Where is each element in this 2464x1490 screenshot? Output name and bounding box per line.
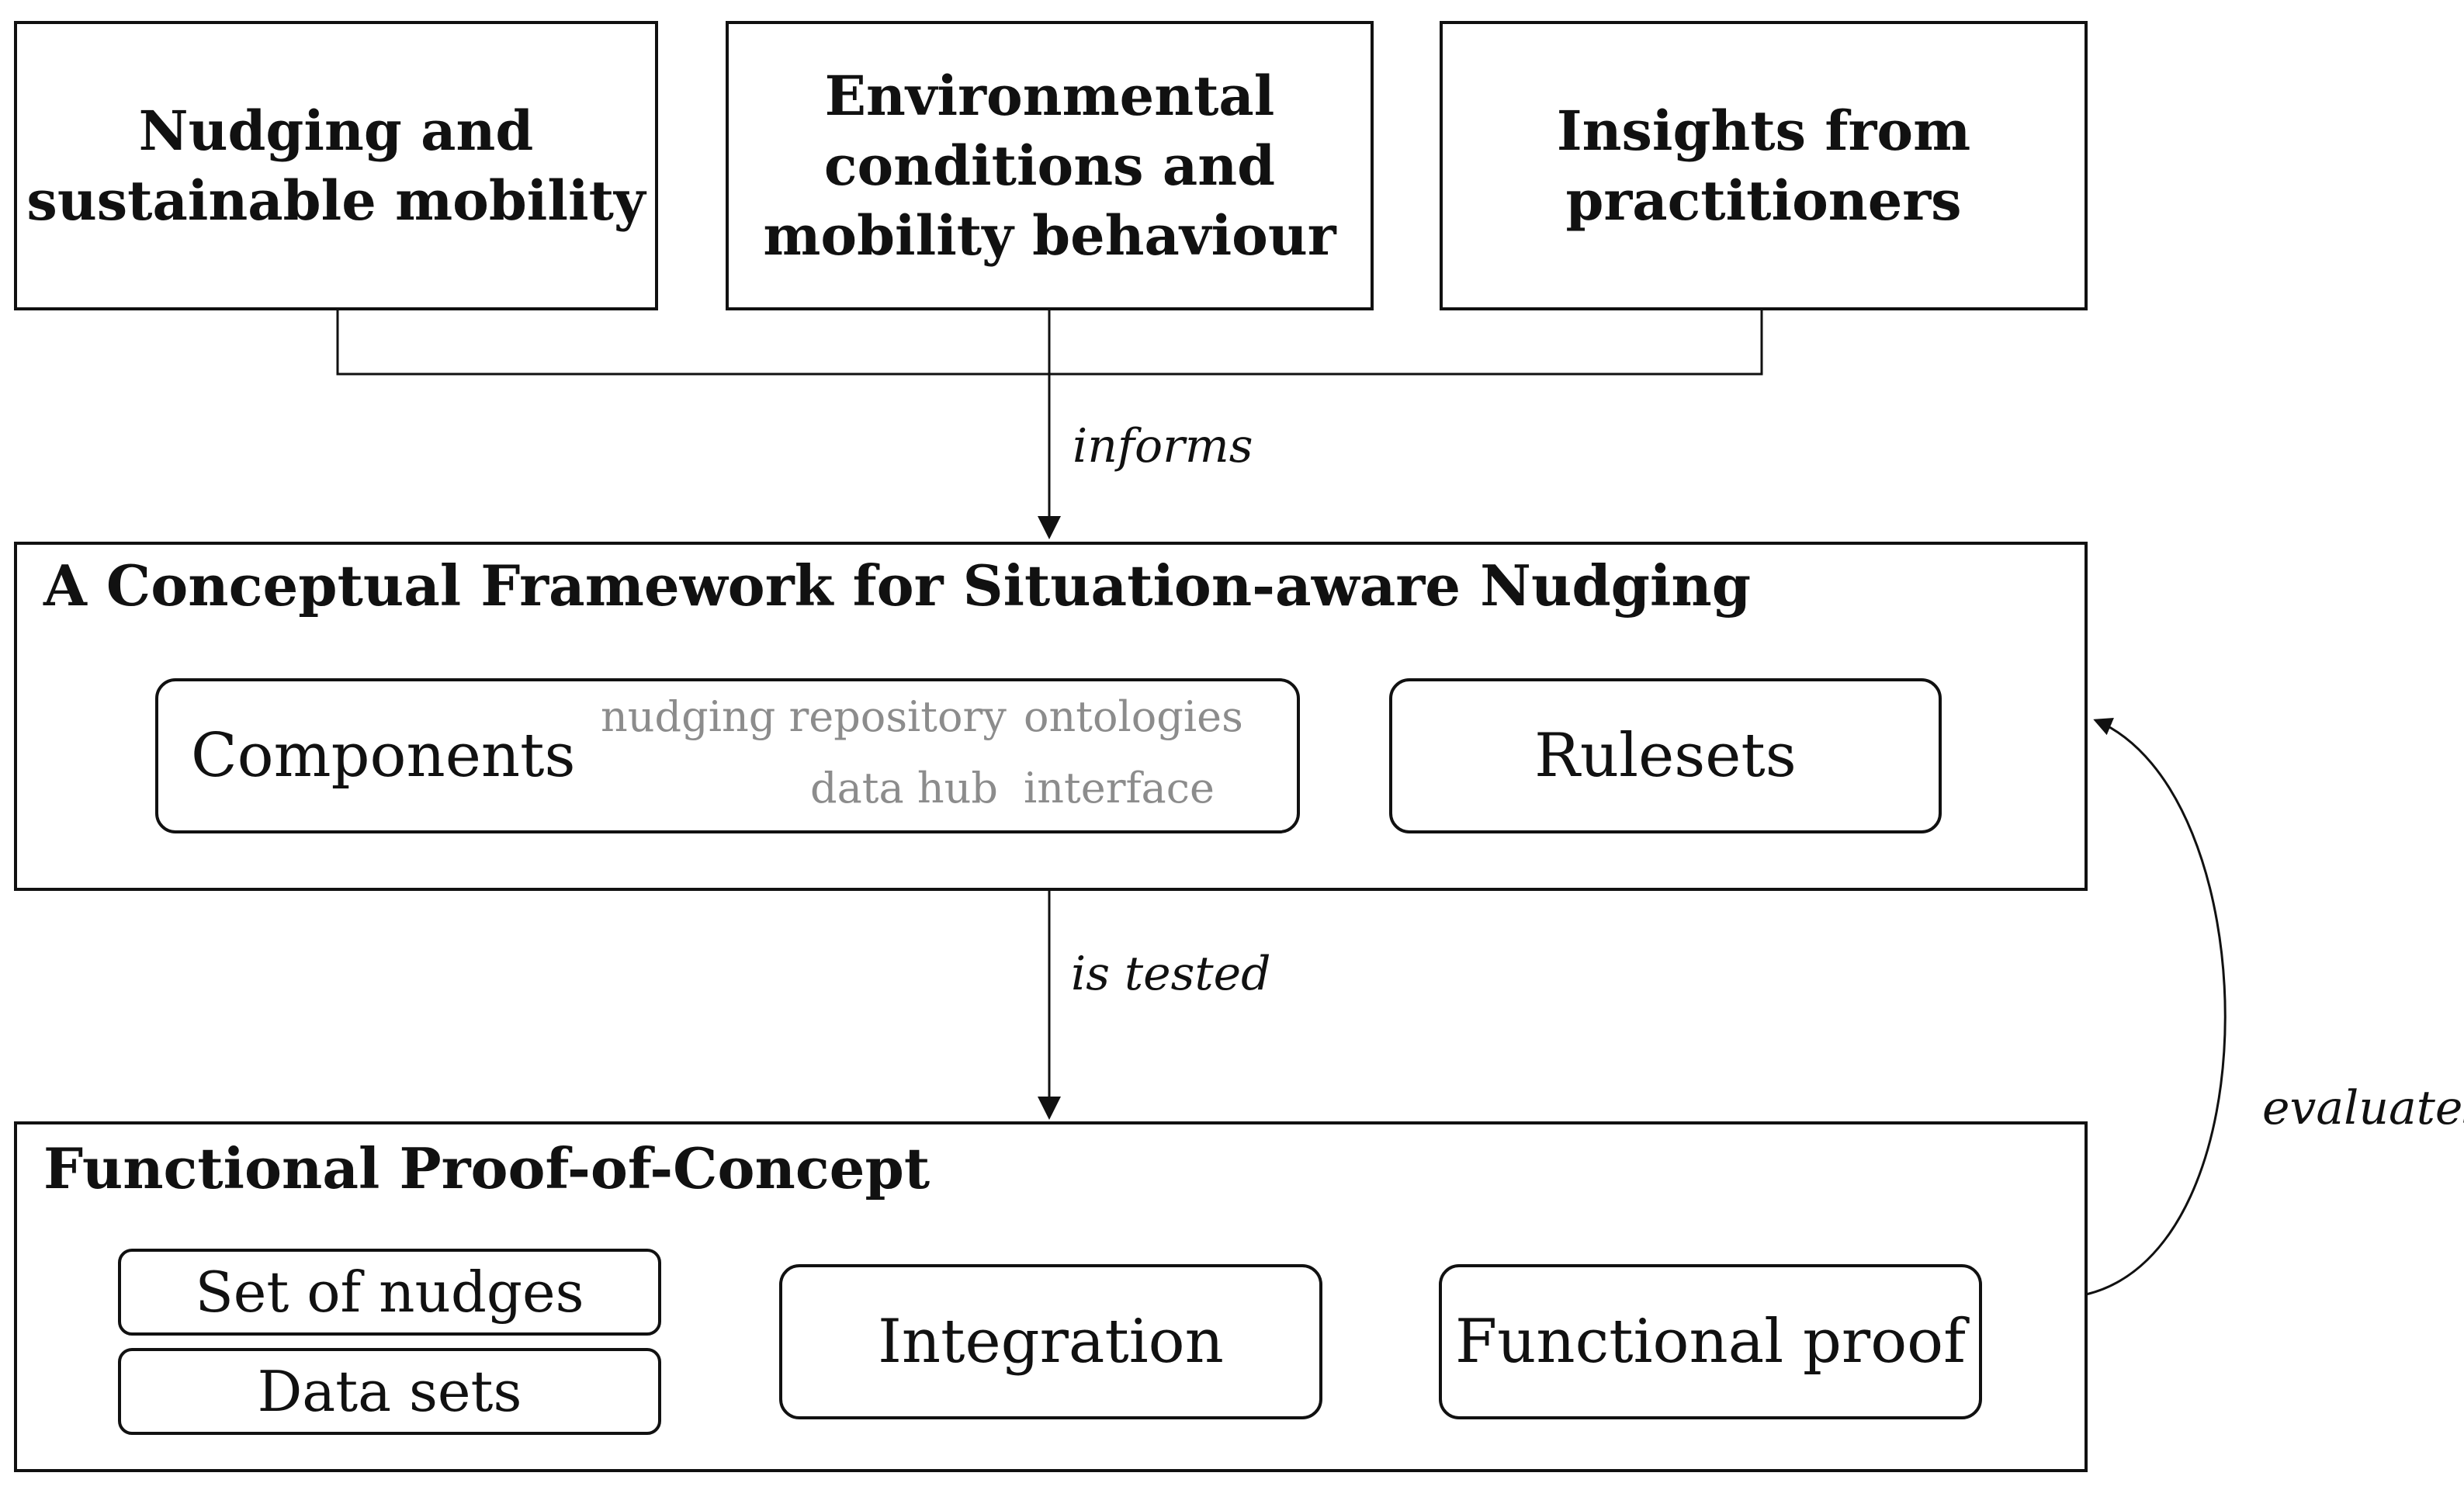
functional-proof-box: Functional proof	[1439, 1264, 1982, 1419]
data-sets-box: Data sets	[118, 1348, 661, 1435]
framework-section: A Conceptual Framework for Situation-awa…	[14, 542, 2088, 891]
components-label: Components	[191, 721, 576, 791]
insights-box: Insights from practitioners	[1440, 21, 2088, 310]
component-item-nudging-repository: nudging repository	[601, 692, 1007, 741]
component-item-data-hub: data hub	[810, 764, 998, 813]
integration-label: Integration	[878, 1307, 1224, 1377]
environmental-box-text: Environmental conditions and mobility be…	[763, 63, 1336, 268]
proof-section: Functional Proof-of-Concept Set of nudge…	[14, 1121, 2088, 1472]
set-of-nudges-box: Set of nudges	[118, 1249, 661, 1336]
insights-box-text: Insights from practitioners	[1556, 98, 1971, 233]
rulesets-box: Rulesets	[1389, 678, 1942, 833]
environmental-box: Environmental conditions and mobility be…	[726, 21, 1374, 310]
component-item-ontologies: ontologies	[1024, 692, 1243, 741]
data-sets-label: Data sets	[257, 1359, 522, 1424]
informs-label: informs	[1073, 419, 1253, 473]
functional-proof-label: Functional proof	[1454, 1307, 1966, 1377]
rulesets-label: Rulesets	[1534, 721, 1797, 791]
framework-title: A Conceptual Framework for Situation-awa…	[43, 553, 1752, 619]
set-of-nudges-label: Set of nudges	[195, 1260, 584, 1325]
component-item-interface: interface	[1024, 764, 1215, 813]
components-box: Components nudging repository ontologies…	[155, 678, 1300, 833]
is-tested-label: is tested	[1071, 947, 1271, 1001]
integration-box: Integration	[779, 1264, 1322, 1419]
evaluates-label: evaluates	[2262, 1081, 2464, 1135]
nudging-box: Nudging and sustainable mobility	[14, 21, 658, 310]
nudging-box-text: Nudging and sustainable mobility	[26, 98, 646, 233]
evaluates-arrow	[2085, 718, 2227, 1296]
proof-title: Functional Proof-of-Concept	[43, 1135, 930, 1201]
